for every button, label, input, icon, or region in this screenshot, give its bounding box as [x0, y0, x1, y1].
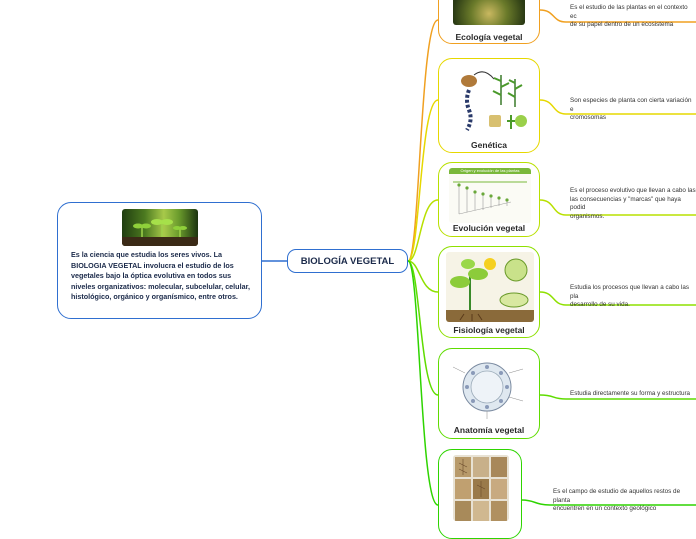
branch-title: Anatomía vegetal	[453, 425, 525, 435]
description-evolucion: Es el proceso evolutivo que llevan a cab…	[570, 187, 696, 220]
central-topic[interactable]: BIOLOGÍA VEGETAL	[287, 249, 408, 273]
description-anatomia: Estudia directamente su forma y estructu…	[570, 390, 691, 397]
branch-genetica[interactable]: Genética	[438, 58, 540, 153]
link-evolucion	[407, 199, 439, 262]
branch-anatomia[interactable]: Anatomía vegetal	[438, 348, 540, 439]
fossil-image	[453, 455, 509, 521]
description-genetica: Son especies de planta con cierta variac…	[570, 97, 692, 121]
branch-title: Ecología vegetal	[455, 32, 523, 42]
link-anatomia	[407, 260, 439, 396]
link-paleobotanica	[407, 260, 439, 506]
branch-title: Genética	[471, 140, 507, 150]
branch-evolucion[interactable]: Origen y evolución de las plantas Evoluc…	[438, 162, 540, 237]
genetics-image	[449, 65, 531, 137]
intro-text: Es la ciencia que estudia los seres vivo…	[71, 250, 250, 302]
branch-title: Evolución vegetal	[452, 223, 526, 233]
physiology-image	[446, 252, 534, 322]
link-ecologia	[407, 19, 439, 262]
forest-image	[453, 0, 525, 25]
connector-lines	[262, 9, 696, 506]
anatomy-image	[447, 353, 533, 421]
description-fisiologia: Estudia los procesos que llevan a cabo l…	[570, 284, 690, 308]
evolution-chart-image: Origen y evolución de las plantas	[449, 168, 531, 223]
intro-node[interactable]: Es la ciencia que estudia los seres vivo…	[57, 202, 262, 319]
evolution-chart-caption: Origen y evolución de las plantas	[449, 168, 531, 174]
branch-title: Fisiología vegetal	[453, 325, 525, 335]
branch-paleobotanica[interactable]	[438, 449, 522, 539]
link-genetica	[407, 99, 439, 262]
link-fisiologia	[407, 260, 439, 293]
seedling-image	[122, 209, 198, 246]
branch-ecologia[interactable]: Ecología vegetal	[438, 0, 540, 44]
description-paleobotanica: Es el campo de estudio de aquellos resto…	[553, 488, 681, 512]
description-ecologia: Es el estudio de las plantas en el conte…	[570, 4, 688, 28]
branch-fisiologia[interactable]: Fisiología vegetal	[438, 246, 540, 338]
